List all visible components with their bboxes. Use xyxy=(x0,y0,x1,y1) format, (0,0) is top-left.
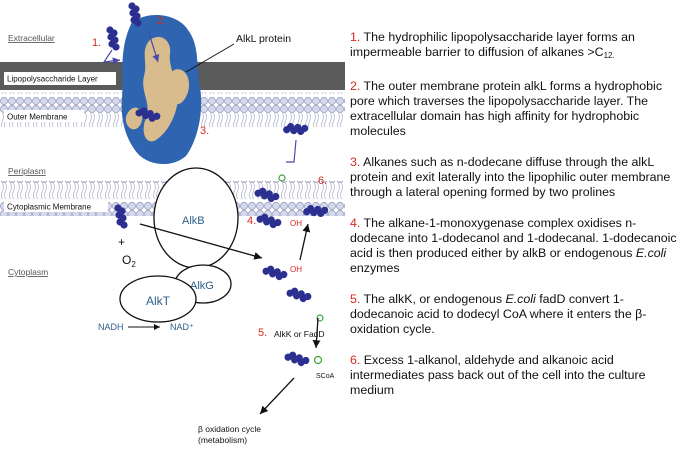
lps-label: Lipopolysaccharide Layer xyxy=(7,75,98,84)
step-1: 1. The hydrophilic lipopolysaccharide la… xyxy=(350,30,680,63)
diagram-number-3: 3. xyxy=(200,125,209,137)
diagram-number-2: 2. xyxy=(157,15,166,27)
step-text-end: enzymes xyxy=(350,261,400,275)
diagram-number-1: 1. xyxy=(92,37,101,49)
periplasm-label: Periplasm xyxy=(8,166,46,176)
step-number: 2. xyxy=(350,79,361,93)
alkl-protein xyxy=(121,15,202,165)
outer-membrane-label-box xyxy=(4,110,84,122)
alkl-label: AlkL protein xyxy=(236,33,291,45)
step-number: 1. xyxy=(350,30,361,44)
step-text: The alkane-1-monoxygenase complex oxidis… xyxy=(350,216,677,260)
step-number: 5. xyxy=(350,292,361,306)
lps-label-box xyxy=(4,72,116,85)
alkg-label: AlkG xyxy=(190,280,214,292)
plus-sign: + xyxy=(118,235,125,249)
alkt-label: AlkT xyxy=(146,294,171,308)
beta-oxidation-line1: β oxidation cycle xyxy=(198,424,261,434)
enzyme-label: AlkK or FadD xyxy=(274,329,325,339)
beta-oxidation-line2: (metabolism) xyxy=(198,435,247,445)
step-4: 4. The alkane-1-monoxygenase complex oxi… xyxy=(350,216,680,276)
step-italic: E.coli xyxy=(635,246,667,260)
oxygen-label: O2 xyxy=(122,253,136,269)
extracellular-label: Extracellular xyxy=(8,33,55,43)
step-text: Excess 1-alkanol, aldehyde and alkanoic … xyxy=(350,353,646,397)
step-italic: E.coli xyxy=(505,292,536,306)
nad-label: NAD⁺ xyxy=(170,322,194,332)
step-text: The hydrophilic lipopolysaccharide layer… xyxy=(350,30,635,59)
alkt-enzyme xyxy=(119,275,197,323)
step-6: 6. Excess 1-alkanol, aldehyde and alkano… xyxy=(350,353,680,398)
step-text: Alkanes such as n-dodecane diffuse throu… xyxy=(350,155,671,199)
step-5: 5. The alkK, or endogenous E.coli fadD c… xyxy=(350,292,680,337)
scoa-label: SCoA xyxy=(316,373,335,380)
step-text: The alkK, or endogenous xyxy=(360,292,506,306)
alkb-label: AlkB xyxy=(182,215,205,227)
diagram-number-5: 5. xyxy=(258,327,267,339)
step-subscript: 12. xyxy=(603,51,615,60)
outer-membrane-label: Outer Membrane xyxy=(7,113,68,122)
diagram-number-4: 4. xyxy=(247,215,256,227)
steps-panel: 1. The hydrophilic lipopolysaccharide la… xyxy=(350,30,680,414)
cytoplasmic-membrane-label-box xyxy=(4,200,108,212)
oh-label-upper: OH xyxy=(290,219,302,228)
step-text: The outer membrane protein alkL forms a … xyxy=(350,79,663,138)
beta-oxidation-arrow xyxy=(259,377,295,415)
step-number: 4. xyxy=(350,216,361,230)
step-number: 3. xyxy=(350,155,361,169)
oh-label-lower: OH xyxy=(290,265,302,274)
step-number: 6. xyxy=(350,353,361,367)
step-3: 3. Alkanes such as n-dodecane diffuse th… xyxy=(350,155,680,200)
alkl-pointer xyxy=(185,43,235,73)
acid-to-coa-arrow xyxy=(312,317,321,349)
intermediate-groups: OH OH SCoA xyxy=(278,174,335,380)
efflux-arrow xyxy=(299,223,311,261)
cytoplasm-label: Cytoplasm xyxy=(8,267,48,277)
nadh-label: NADH xyxy=(98,322,124,332)
diagram-number-6: 6. xyxy=(318,175,327,187)
step-2: 2. The outer membrane protein alkL forms… xyxy=(350,79,680,139)
cytoplasmic-membrane-label: Cytoplasmic Membrane xyxy=(7,203,92,212)
step-text-end: fadD convert 1-dodecanoic acid to dodecy… xyxy=(350,292,647,336)
uptake-arrow xyxy=(139,223,263,260)
